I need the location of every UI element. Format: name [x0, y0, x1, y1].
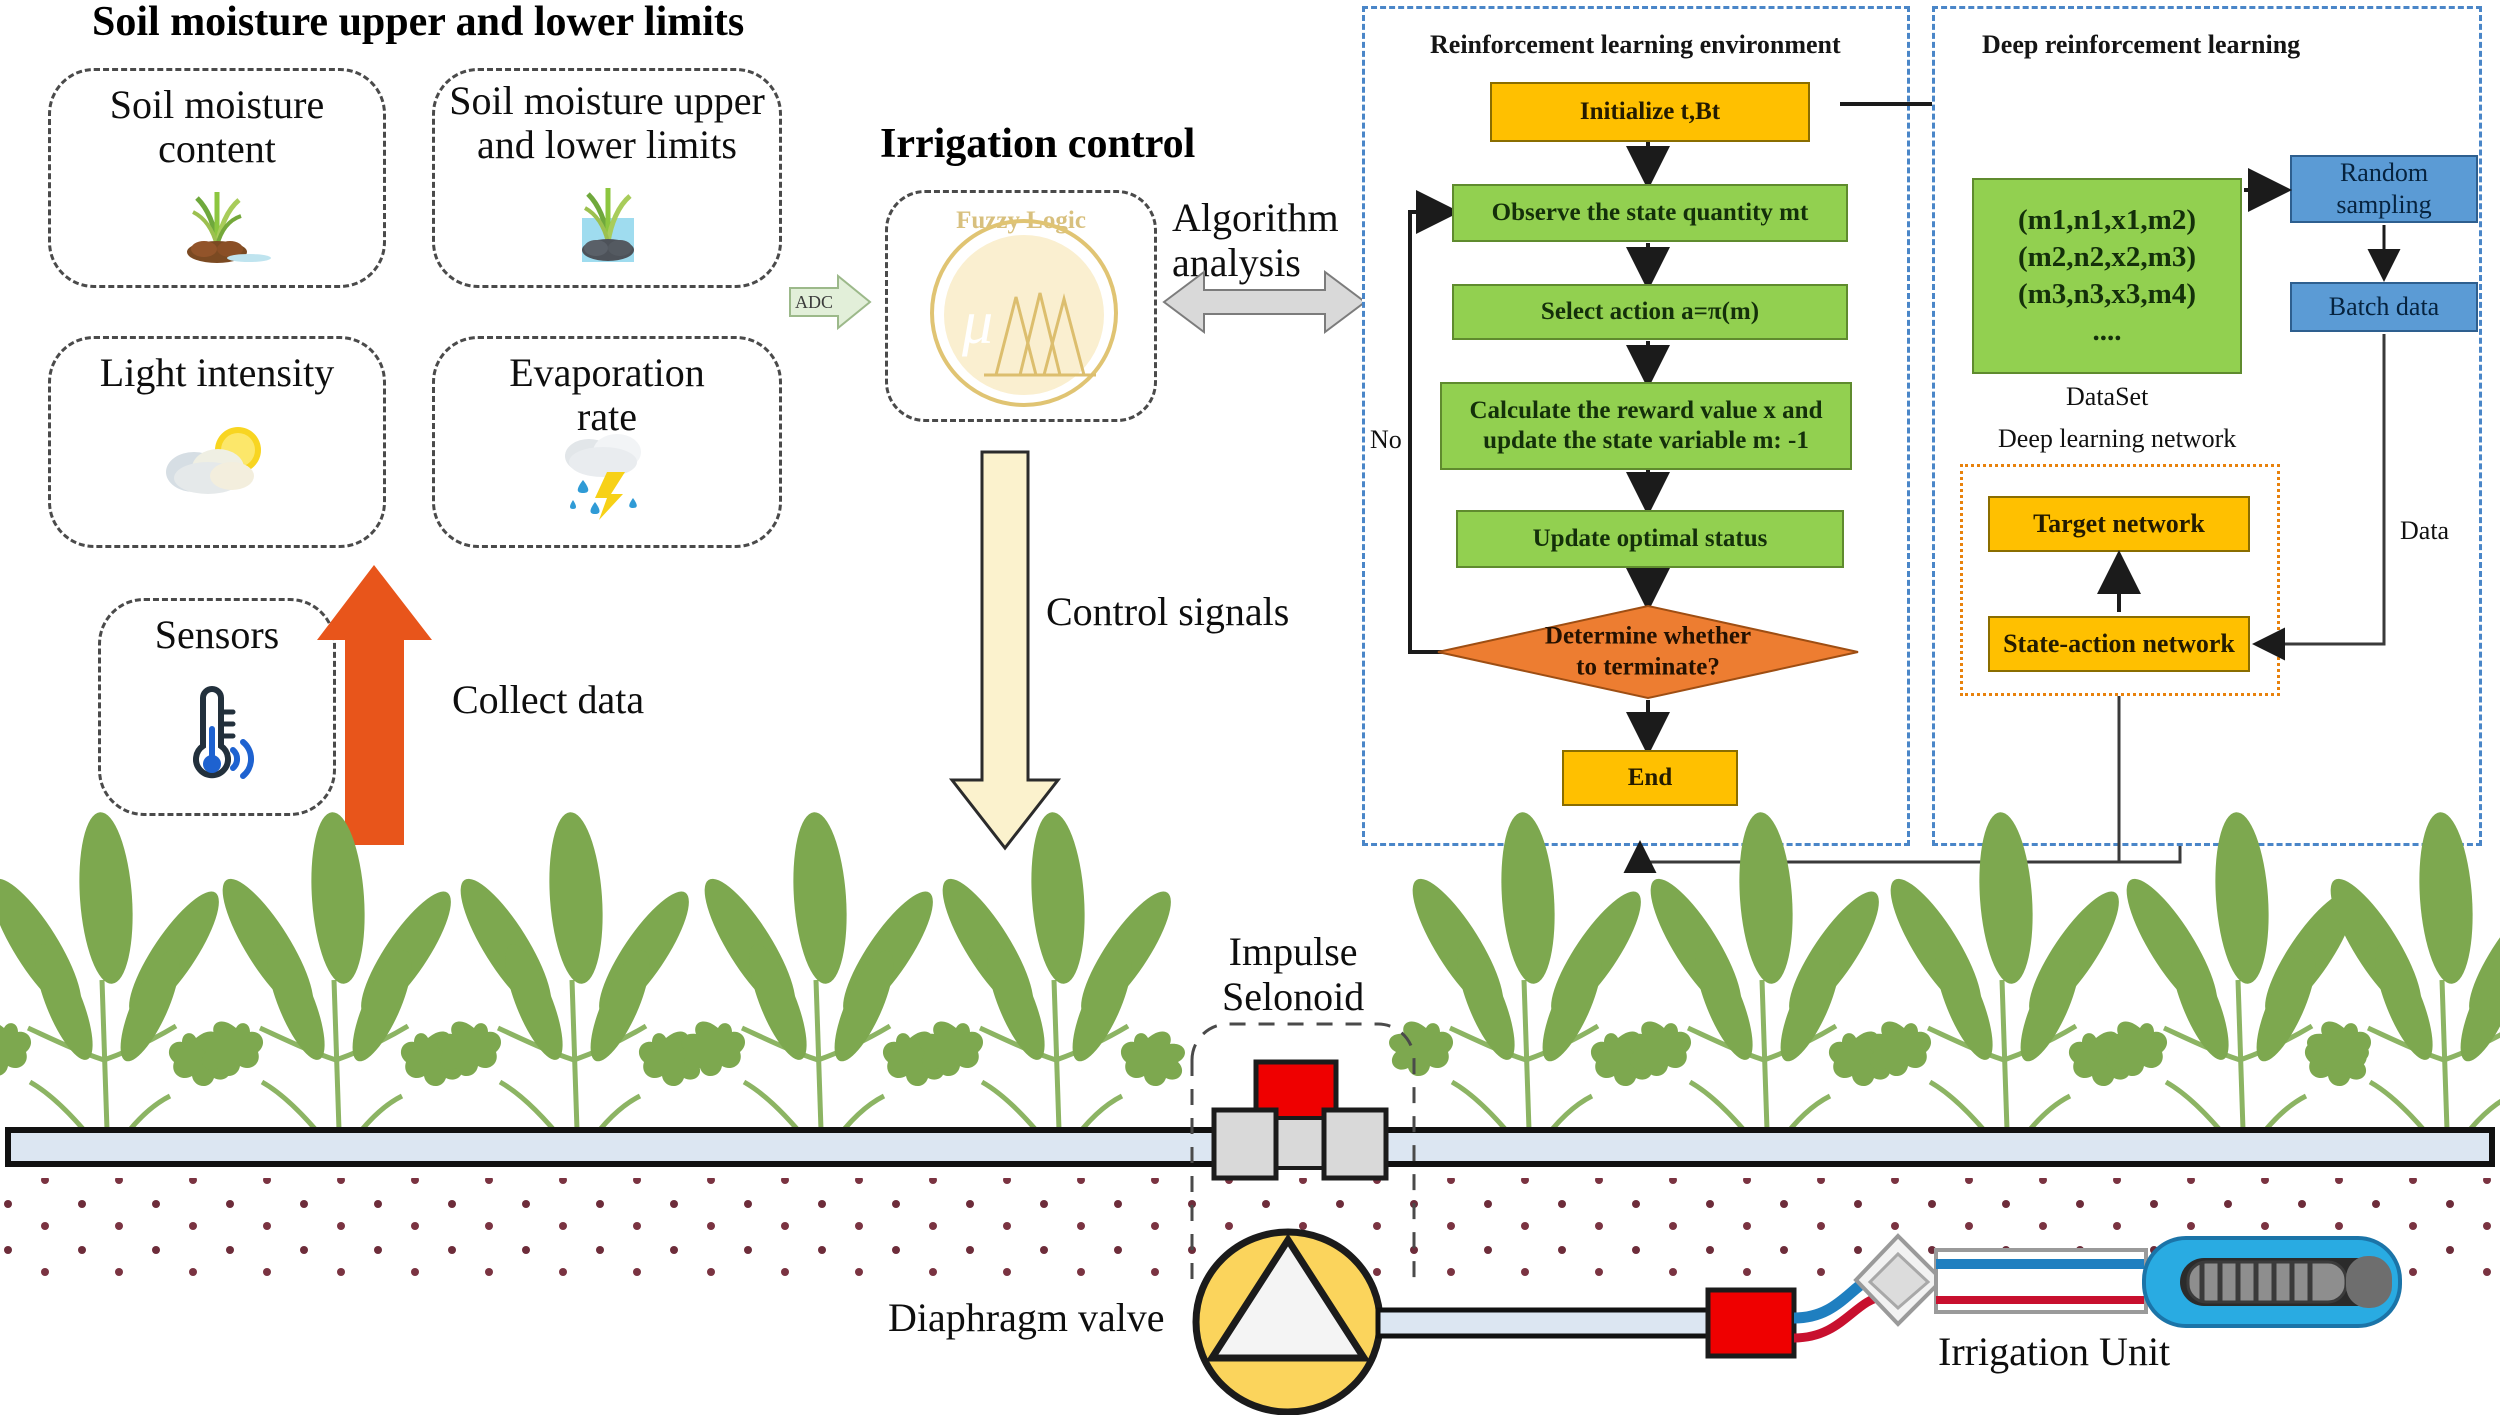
drl-panel-title: Deep reinforcement learning	[1982, 30, 2301, 59]
left-section-title: Soil moisture upper and lower limits	[92, 0, 745, 45]
drl-state-action-network-box: State-action network	[1988, 616, 2250, 672]
irrigation-unit-label: Irrigation Unit	[1938, 1329, 2171, 1374]
plant-row-right	[1389, 810, 2500, 1160]
irrigation-control-title: Irrigation control	[880, 121, 1196, 167]
valve-red-block	[1705, 1287, 1797, 1359]
irrigation-pipe	[5, 1127, 2495, 1167]
sensor-card-label: Soil moisture content	[109, 82, 325, 171]
fuzzy-logic-icon: μ	[930, 219, 1118, 407]
diaphragm-valve-label: Diaphragm valve	[888, 1295, 1165, 1340]
wireless-thermometer-icon	[101, 686, 333, 795]
dataset-line-1: (m1,n1,x1,m2)	[2017, 203, 2196, 236]
drl-random-sampling-box: Random sampling	[2290, 155, 2478, 223]
impulse-selonoid-label: Impulse Selonoid	[1222, 929, 1365, 1019]
sensor-card-label: Evaporation rate	[509, 350, 705, 439]
rl-node-update-status: Update optimal status	[1456, 510, 1844, 568]
deep-learning-network-title: Deep learning network	[1998, 424, 2237, 453]
control-signals-arrow	[948, 450, 1062, 851]
drl-target-network-box: Target network	[1988, 496, 2250, 552]
drl-batch-data-box: Batch data	[2290, 282, 2478, 332]
sensor-card-label: Soil moisture upper and lower limits	[449, 78, 765, 167]
rl-node-initialize: Initialize t,Bt	[1490, 82, 1810, 142]
soil-dot-band	[0, 1178, 2500, 1284]
algorithm-analysis-label: Algorithm analysis	[1172, 195, 1339, 285]
rl-node-end: End	[1562, 750, 1738, 806]
no-branch-label: No	[1370, 425, 1402, 454]
rl-node-observe: Observe the state quantity mt	[1452, 184, 1848, 242]
rl-node-select-action: Select action a=π(m)	[1452, 284, 1848, 340]
sun-behind-cloud-icon	[51, 420, 383, 509]
rl-node-determine-terminate: Determine whether to terminate?	[1436, 604, 1860, 700]
solenoid-red-block	[1253, 1059, 1339, 1133]
dataset-line-4: ....	[2092, 315, 2122, 348]
sensor-card-label: Light intensity	[99, 350, 335, 395]
drl-dataset-box: (m1,n1,x1,m2) (m2,n2,x2,m3) (m3,n3,x3,m4…	[1972, 178, 2242, 374]
dataset-caption: DataSet	[2066, 382, 2149, 411]
data-label: Data	[2400, 516, 2450, 545]
plant-in-soil-icon	[51, 180, 383, 271]
dataset-line-3: (m3,n3,x3,m4)	[2017, 278, 2196, 310]
sensor-card-light-intensity: Light intensity	[48, 336, 386, 548]
fuzzy-mu-glyph: μ	[961, 289, 993, 357]
fuzzy-logic-card: Fuzzy Logic μ	[885, 190, 1157, 422]
control-signals-label: Control signals	[1046, 589, 1290, 634]
sensor-card-soil-moisture-limits: Soil moisture upper and lower limits	[432, 68, 782, 288]
sensor-card-label: Sensors	[154, 612, 280, 657]
plant-row-left	[0, 810, 1185, 1160]
adc-label: ADC	[794, 291, 833, 312]
rl-diamond-label: Determine whether to terminate?	[1544, 622, 1752, 681]
sensor-card-soil-moisture-content: Soil moisture content	[48, 68, 386, 288]
deep-reinforcement-learning-panel	[1932, 6, 2482, 846]
rl-panel-title: Reinforcement learning environment	[1430, 30, 1841, 59]
rl-node-calculate-reward: Calculate the reward value x and update …	[1440, 382, 1852, 470]
sensor-card-sensors: Sensors	[98, 598, 336, 816]
plant-in-water-icon	[435, 178, 779, 271]
dataset-line-2: (m2,n2,x2,m3)	[2017, 240, 2196, 273]
sensor-card-evaporation-rate: Evaporation rate	[432, 336, 782, 548]
collect-data-label: Collect data	[452, 677, 645, 722]
cloud-rain-lightning-icon	[435, 428, 779, 529]
